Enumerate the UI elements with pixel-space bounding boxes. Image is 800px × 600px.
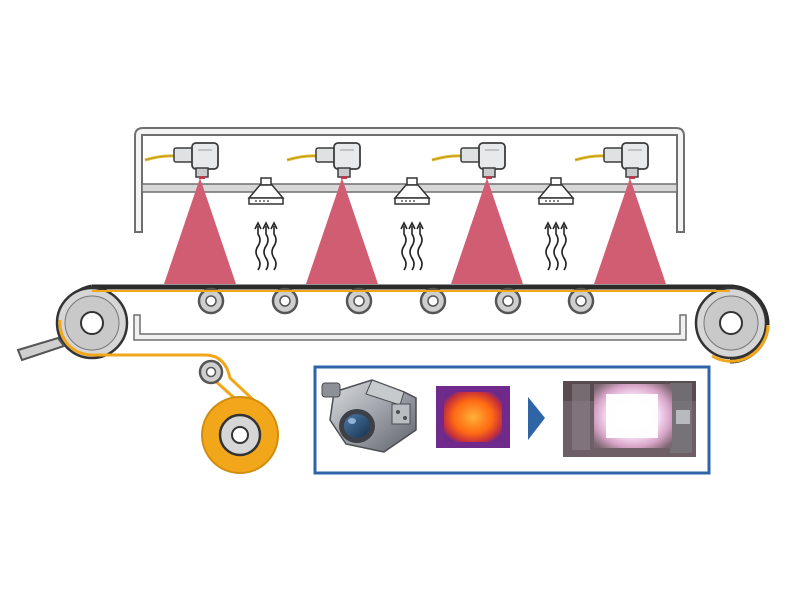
support-roller [345,287,373,315]
material-strip [58,319,264,410]
gas-nozzles [247,177,575,205]
ir-beam-cone [594,178,666,284]
idler-roller [198,359,224,385]
thermal-camera-icon [321,379,417,453]
conveyor-bed-frame [133,314,687,341]
strip-on-drum [711,324,770,363]
material-coil [201,396,279,474]
ir-beam-cone [451,178,523,284]
heat-waves [254,221,568,271]
infrared-pyrometer-icon [286,142,361,179]
support-roller [567,287,595,315]
infrared-pyrometer-icon [574,142,649,179]
thermal-image-icon [436,386,510,448]
gas-nozzle-icon [393,177,431,205]
heat-waves-icon [400,221,424,271]
infrared-sensors [144,142,649,179]
infrared-beams [164,178,666,284]
gas-nozzle-icon [247,177,285,205]
infrared-pyrometer-icon [144,142,219,179]
support-roller [271,287,299,315]
scraper-blade [16,336,66,362]
ir-beam-cone [306,178,378,284]
support-roller [419,287,447,315]
arrow-right-icon [528,397,545,440]
heat-waves-icon [254,221,278,271]
support-rollers [197,287,595,315]
ir-beam-cone [164,178,236,284]
support-roller [197,287,225,315]
left-drum [55,286,129,360]
right-drum [694,286,770,363]
gas-nozzle-icon [537,177,575,205]
overhead-frame [134,127,685,233]
heat-waves-icon [544,221,568,271]
hot-spot-photo-icon [563,381,696,457]
support-roller [494,287,522,315]
infrared-pyrometer-icon [431,142,506,179]
